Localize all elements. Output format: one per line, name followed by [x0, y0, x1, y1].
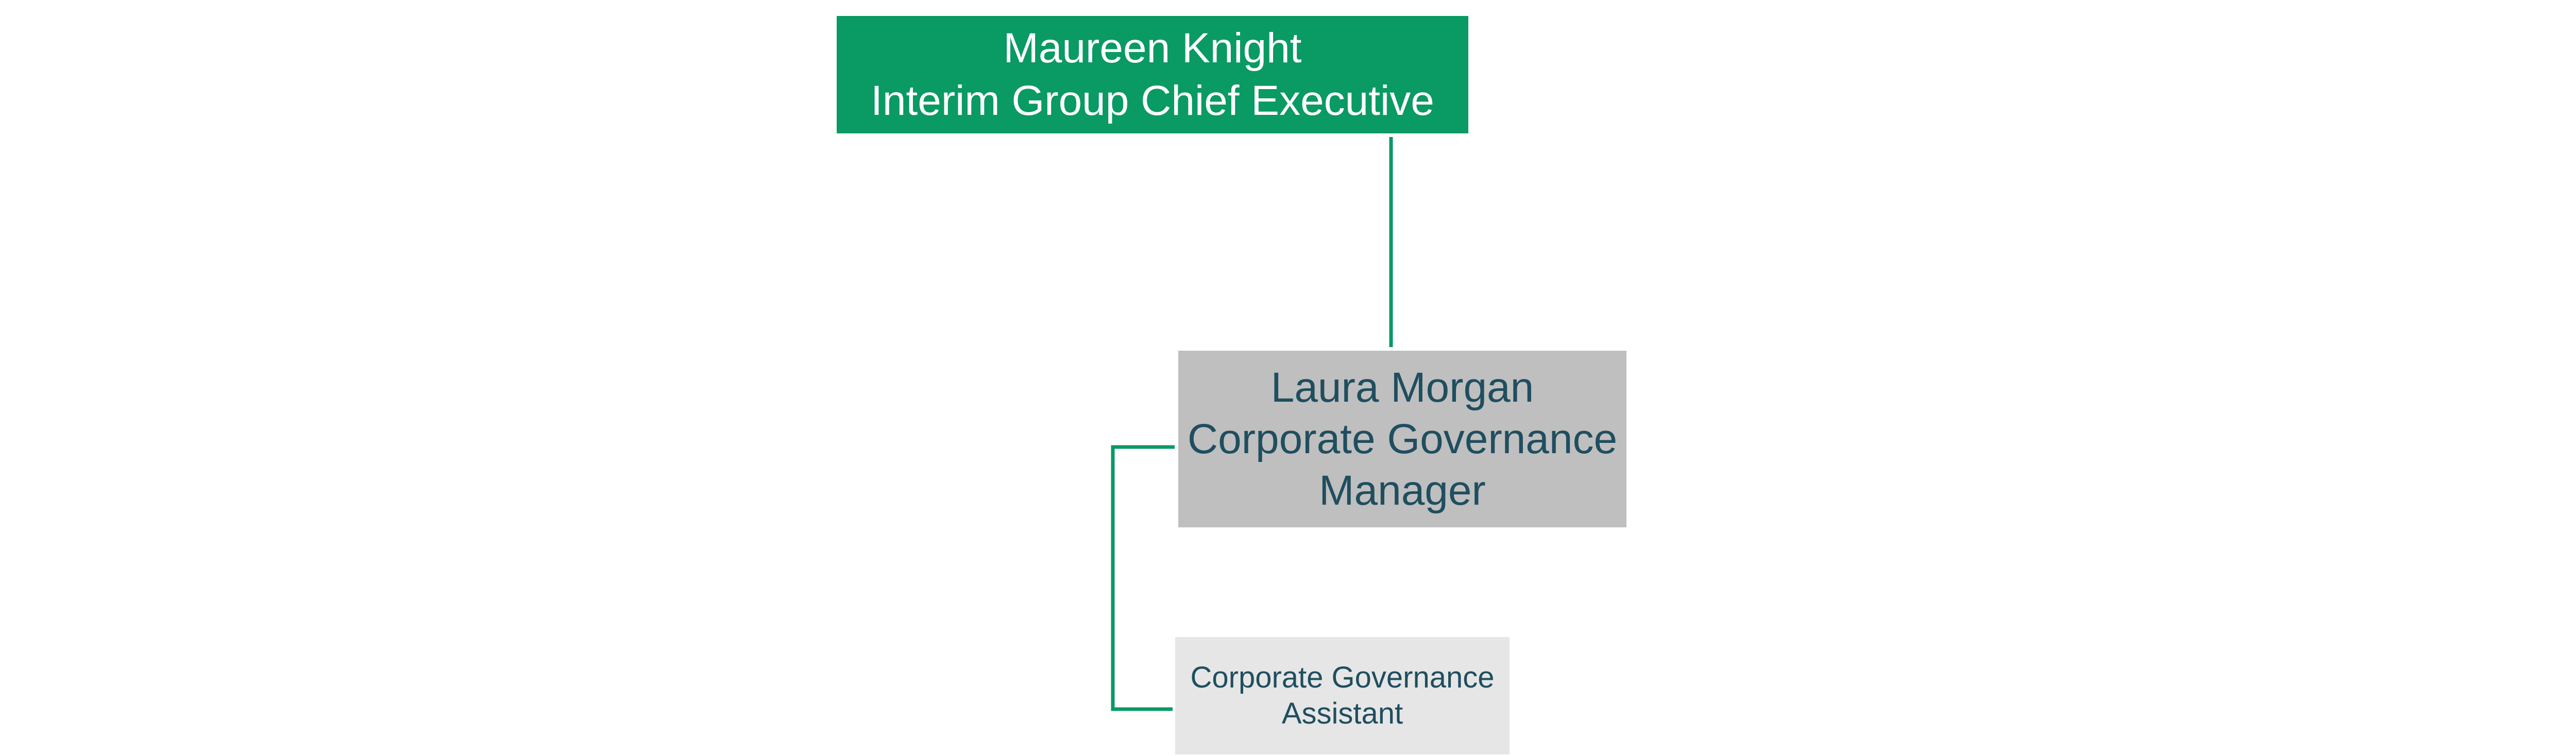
- manager-name: Laura Morgan: [1270, 364, 1534, 411]
- ceo-name: Maureen Knight: [1003, 25, 1302, 72]
- ceo-node: Maureen Knight Interim Group Chief Execu…: [837, 16, 1468, 133]
- manager-title-line2: Manager: [1319, 467, 1486, 514]
- manager-title-line1: Corporate Governance: [1187, 415, 1618, 462]
- connector-manager-to-assistant: [1111, 445, 1175, 711]
- assistant-title-line1: Corporate Governance: [1190, 661, 1495, 694]
- manager-node: Laura Morgan Corporate Governance Manage…: [1178, 351, 1626, 527]
- assistant-title-line2: Assistant: [1281, 697, 1403, 730]
- assistant-node: Corporate Governance Assistant: [1175, 637, 1510, 754]
- ceo-title: Interim Group Chief Executive: [871, 77, 1434, 124]
